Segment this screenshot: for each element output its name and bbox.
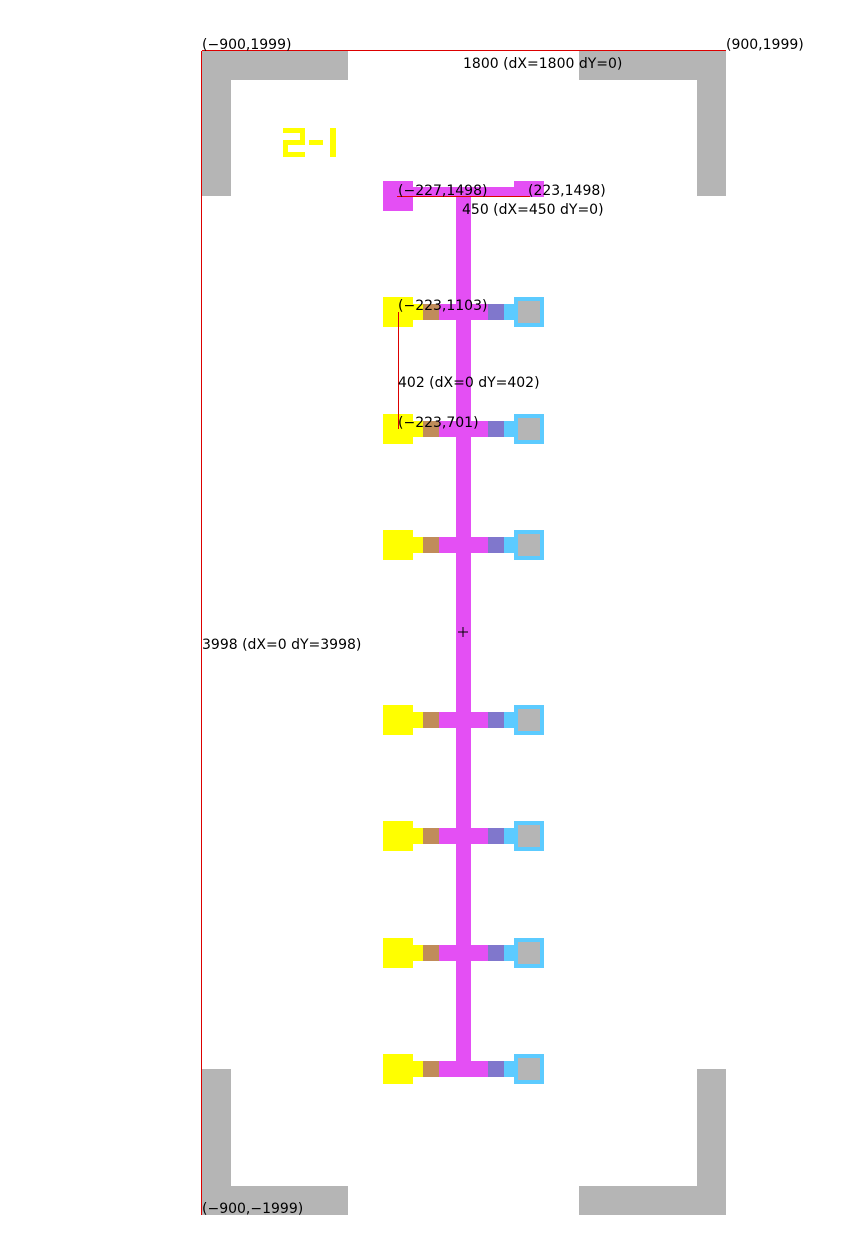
violet-segment bbox=[488, 828, 505, 844]
trace-segment bbox=[439, 421, 488, 437]
trace-segment bbox=[439, 828, 488, 844]
corner-mark-bottom-right bbox=[579, 1069, 726, 1215]
label-top-left-corner: (−900,1999) bbox=[202, 37, 291, 53]
label-bottom-left-corner: (−900,−1999) bbox=[202, 1201, 303, 1217]
violet-segment bbox=[488, 537, 505, 553]
label-width-measure: 1800 (dX=1800 dY=0) bbox=[463, 56, 622, 72]
trace-segment bbox=[439, 945, 488, 961]
device-row bbox=[383, 821, 544, 851]
cyan-tab bbox=[504, 304, 515, 320]
label-top-right-corner: (900,1999) bbox=[726, 37, 804, 53]
device-row bbox=[383, 938, 544, 968]
corner-mark-bottom-left bbox=[202, 1069, 348, 1215]
yellow-pad bbox=[383, 705, 413, 735]
device-row bbox=[383, 414, 544, 444]
device-row bbox=[383, 705, 544, 735]
gray-pad-core bbox=[518, 301, 540, 323]
copper-segment bbox=[423, 537, 439, 553]
copper-segment bbox=[423, 1061, 439, 1077]
yellow-pad bbox=[383, 938, 413, 968]
yellow-pad-tab bbox=[412, 1061, 423, 1077]
yellow-pad-tab bbox=[412, 304, 423, 320]
copper-segment bbox=[423, 945, 439, 961]
cyan-tab bbox=[504, 828, 515, 844]
copper-segment bbox=[423, 828, 439, 844]
yellow-pad bbox=[383, 530, 413, 560]
device-row bbox=[383, 1054, 544, 1084]
label-bar-right-point: (223,1498) bbox=[528, 183, 606, 199]
yellow-pad bbox=[383, 821, 413, 851]
yellow-pad-tab bbox=[412, 712, 423, 728]
gray-pad-core bbox=[518, 942, 540, 964]
yellow-pad-tab bbox=[412, 537, 423, 553]
copper-segment bbox=[423, 712, 439, 728]
gray-pad-core bbox=[518, 534, 540, 556]
label-height-measure: 3998 (dX=0 dY=3998) bbox=[202, 637, 361, 653]
yellow-pad bbox=[383, 1054, 413, 1084]
corner-mark-top-right bbox=[579, 51, 726, 196]
violet-segment bbox=[488, 421, 505, 437]
yellow-pad-tab bbox=[412, 828, 423, 844]
yellow-pad-tab bbox=[412, 421, 423, 437]
copper-segment bbox=[423, 304, 439, 320]
trace-segment bbox=[439, 304, 488, 320]
label-pad-upper-point: (−223,1103) bbox=[398, 298, 487, 314]
violet-segment bbox=[488, 945, 505, 961]
corner-alignment-marks bbox=[202, 51, 726, 1215]
violet-segment bbox=[488, 1061, 505, 1077]
device-row bbox=[383, 530, 544, 560]
trace-segment bbox=[439, 537, 488, 553]
corner-mark-top-left bbox=[202, 51, 348, 196]
label-bar-left-point: (−227,1498) bbox=[398, 183, 487, 199]
label-pad-pitch-measure: 402 (dX=0 dY=402) bbox=[398, 375, 540, 391]
cyan-tab bbox=[504, 421, 515, 437]
label-bar-measure: 450 (dX=450 dY=0) bbox=[462, 202, 604, 218]
cyan-tab bbox=[504, 537, 515, 553]
violet-segment bbox=[488, 304, 505, 320]
gray-pad-core bbox=[518, 825, 540, 847]
rulers bbox=[201, 50, 726, 1215]
cyan-tab bbox=[504, 1061, 515, 1077]
origin-cross-icon bbox=[458, 627, 468, 637]
cyan-tab bbox=[504, 712, 515, 728]
trace-segment bbox=[439, 712, 488, 728]
ruler-labels: (−900,1999) (900,1999) 1800 (dX=1800 dY=… bbox=[202, 37, 804, 1217]
gray-pad-core bbox=[518, 1058, 540, 1080]
gray-pad-core bbox=[518, 709, 540, 731]
cell-label bbox=[283, 128, 336, 157]
trace-segment bbox=[439, 1061, 488, 1077]
copper-segment bbox=[423, 421, 439, 437]
yellow-pad-tab bbox=[412, 945, 423, 961]
label-pad-lower-point: (−223,701) bbox=[398, 415, 479, 431]
violet-segment bbox=[488, 712, 505, 728]
cyan-tab bbox=[504, 945, 515, 961]
gray-pad-core bbox=[518, 418, 540, 440]
